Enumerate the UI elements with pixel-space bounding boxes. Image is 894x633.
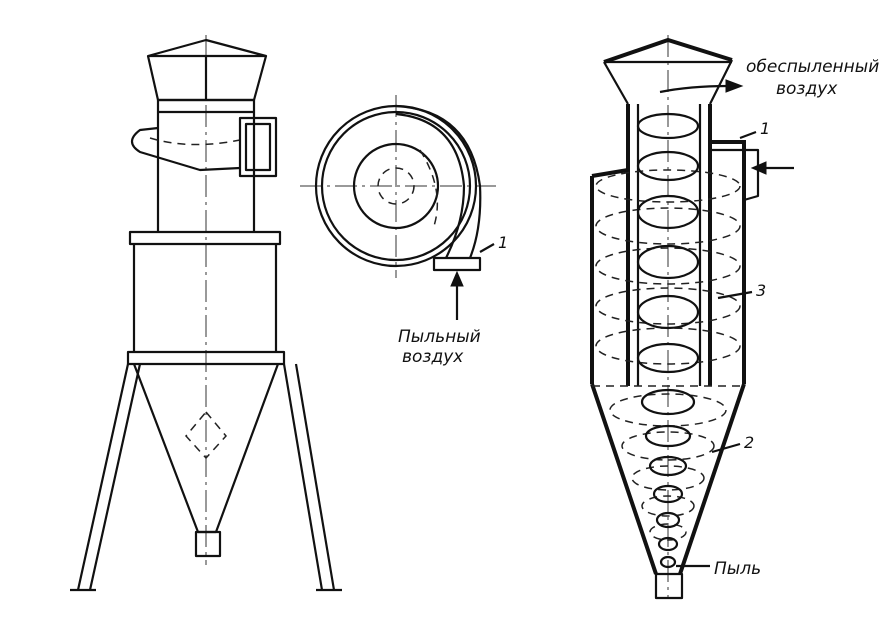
label-dust: Пыль xyxy=(714,559,761,579)
label-dusty-air-1: Пыльный xyxy=(398,327,481,347)
label-dusty-air-2: воздух xyxy=(402,347,464,367)
cyclone-plan-view: 1 Пыльный воздух xyxy=(300,95,508,367)
label-1-section: 1 xyxy=(760,119,770,138)
cyclone-section-view: обеспыленный воздух 1 3 2 Пыль xyxy=(590,35,879,600)
label-clean-air-2: воздух xyxy=(776,79,838,99)
cyclone-elevation-view xyxy=(70,35,342,592)
label-3: 3 xyxy=(756,281,766,300)
label-clean-air-1: обеспыленный xyxy=(746,57,879,77)
label-1-plan: 1 xyxy=(498,233,508,252)
label-2: 2 xyxy=(744,433,754,452)
